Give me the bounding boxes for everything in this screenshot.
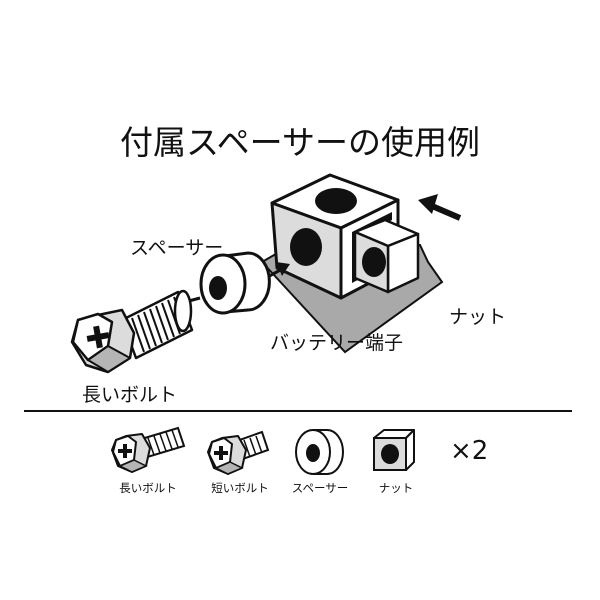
parts-long-bolt-icon <box>111 426 186 473</box>
diagram-title: 付属スペーサーの使用例 <box>119 123 481 162</box>
section-divider <box>24 410 572 412</box>
parts-short-bolt-icon <box>207 430 270 475</box>
label-nut: ナット <box>449 306 507 328</box>
arrow-to-nut-icon <box>418 194 462 221</box>
parts-spacer-icon <box>295 429 344 475</box>
label-long-bolt: 長いボルト <box>82 384 178 406</box>
parts-nut-icon <box>373 429 415 471</box>
label-battery-terminal: バッテリー端子 <box>270 332 404 354</box>
quantity-label: ×2 <box>450 436 489 466</box>
parts-label-nut: ナット <box>378 481 414 495</box>
parts-label-spacer: スペーサー <box>291 481 349 495</box>
nut-cube-icon <box>270 173 420 300</box>
spacer-icon <box>184 251 271 315</box>
parts-label-long-bolt: 長いボルト <box>119 481 177 495</box>
parts-label-short-bolt: 短いボルト <box>211 481 269 495</box>
label-spacer: スペーサー <box>130 237 224 259</box>
long-bolt-icon <box>70 289 194 374</box>
